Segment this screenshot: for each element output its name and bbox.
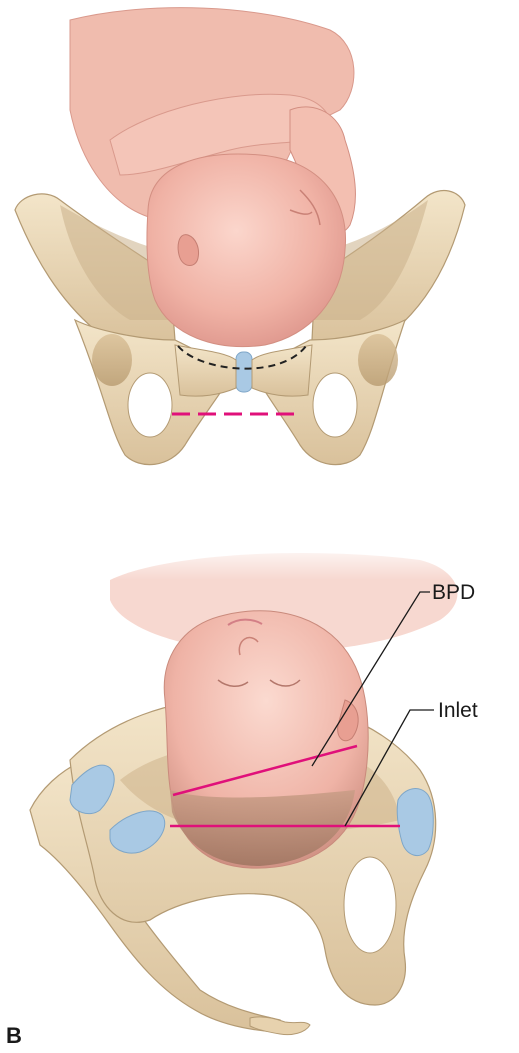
pubic-symphysis bbox=[236, 352, 252, 392]
left-obturator-foramen bbox=[128, 373, 172, 437]
fade-overlay bbox=[90, 540, 490, 580]
bpd-label: BPD bbox=[432, 582, 475, 603]
obturator-foramen bbox=[344, 857, 396, 953]
right-pubic-ramus bbox=[252, 345, 312, 396]
panel-letter-label: B bbox=[6, 1025, 22, 1047]
right-obturator-foramen bbox=[313, 373, 357, 437]
left-pubic-ramus bbox=[175, 345, 236, 396]
inlet-label: Inlet bbox=[438, 700, 478, 721]
bottom-panel-illustration bbox=[30, 540, 490, 1035]
left-acetabulum bbox=[92, 334, 132, 386]
fetal-head bbox=[147, 154, 346, 346]
top-panel-illustration bbox=[15, 8, 465, 465]
right-acetabulum bbox=[358, 334, 398, 386]
